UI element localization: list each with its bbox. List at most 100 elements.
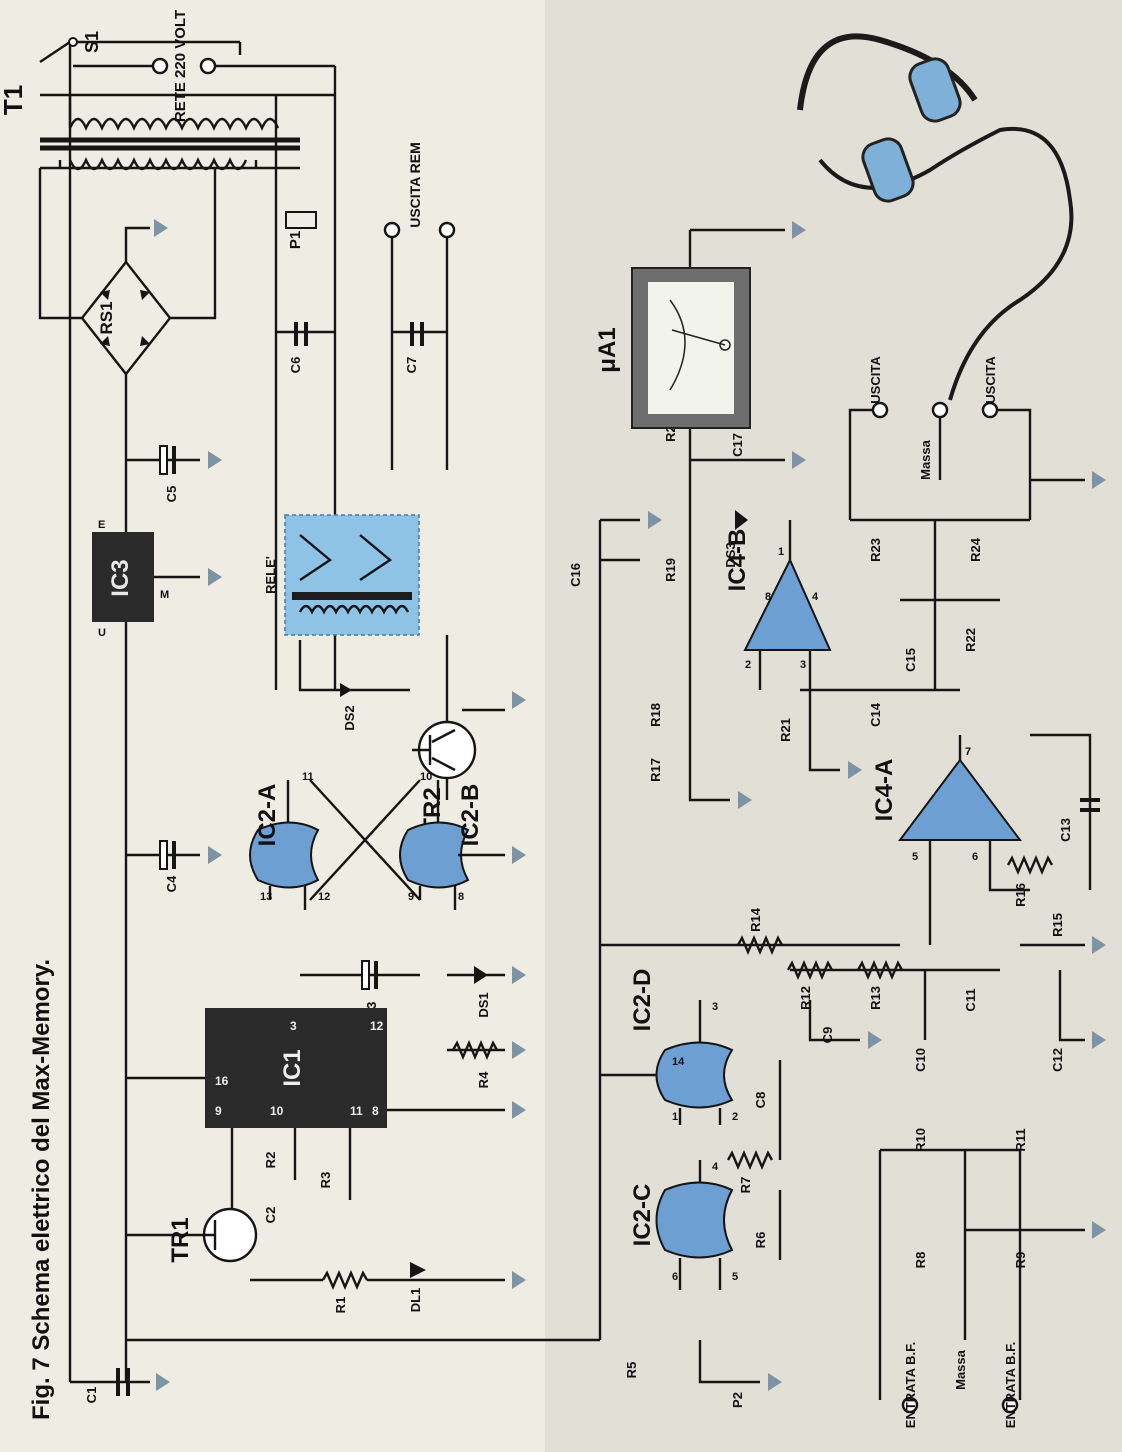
c1-label: C1 bbox=[84, 1387, 99, 1404]
resistor-r18: R18 bbox=[648, 690, 692, 750]
ic4a-pin7: 7 bbox=[965, 746, 971, 758]
r18-label: R18 bbox=[648, 703, 663, 727]
input-label-2: ENTRATA B.F. bbox=[1003, 1342, 1018, 1428]
c10-label: C10 bbox=[913, 1048, 928, 1072]
ic3-pin-e: E bbox=[98, 519, 105, 531]
ic3-label: IC3 bbox=[107, 559, 134, 596]
ic1-pin16: 16 bbox=[215, 1074, 229, 1088]
ic4a-label: IC4-A bbox=[871, 759, 898, 822]
capacitor-c2: C2 bbox=[263, 1207, 278, 1224]
capacitor-c4: C4 bbox=[126, 840, 222, 892]
diode-ds3: DS3 bbox=[723, 510, 748, 568]
ds3-label: DS3 bbox=[723, 542, 738, 567]
ic3-pin-m: M bbox=[160, 589, 169, 601]
ic2c-label: IC2-C bbox=[629, 1184, 656, 1247]
ic2b-pin8: 8 bbox=[458, 891, 464, 903]
resistor-r7: R7 bbox=[726, 1151, 774, 1193]
tr1-label: TR1 bbox=[167, 1217, 194, 1262]
r12-label: R12 bbox=[798, 986, 813, 1010]
counter-ic1: IC1 16 9 10 11 8 3 12 bbox=[126, 1008, 526, 1128]
c2-label: C2 bbox=[263, 1207, 278, 1224]
regulator-ic3: IC3 E M U bbox=[92, 519, 222, 639]
r5-label: R5 bbox=[624, 1362, 639, 1379]
resistor-r11: R11 bbox=[1013, 1128, 1028, 1151]
c17-label: C17 bbox=[730, 433, 745, 457]
c16-label: C16 bbox=[568, 563, 583, 587]
c12-label: C12 bbox=[1050, 1048, 1065, 1072]
r4-label: R4 bbox=[476, 1071, 491, 1088]
capacitor-c12: C12 bbox=[1050, 970, 1106, 1072]
resistor-r24: R24 bbox=[968, 537, 983, 562]
t1-label: T1 bbox=[0, 85, 28, 115]
headphones-icon bbox=[797, 33, 1074, 401]
dl1-label: DL1 bbox=[408, 1288, 423, 1313]
rem-output-label: USCITA REM bbox=[407, 142, 423, 228]
resistor-r8: R8 bbox=[913, 1252, 928, 1269]
c5-label: C5 bbox=[164, 486, 179, 503]
resistor-r12: R12 bbox=[786, 961, 834, 1010]
ic2a-pin13: 13 bbox=[260, 891, 272, 903]
led-dl1: DL1 bbox=[408, 1262, 426, 1312]
r3-label: R3 bbox=[318, 1172, 333, 1189]
wire bbox=[598, 518, 900, 1340]
ic2c-pin6: 6 bbox=[672, 1271, 678, 1283]
ic2a-label: IC2-A bbox=[254, 784, 281, 847]
r13-label: R13 bbox=[868, 986, 883, 1010]
ic1-pin11: 11 bbox=[350, 1104, 363, 1118]
resistor-r16: R16 bbox=[1006, 856, 1054, 907]
r23-label: R23 bbox=[868, 538, 883, 562]
capacitor-c16: C16 bbox=[568, 511, 662, 587]
c6-label: C6 bbox=[288, 357, 303, 374]
resistor-r4: R4 bbox=[451, 1041, 499, 1088]
ds2-label: DS2 bbox=[342, 705, 357, 730]
r9-label: R9 bbox=[1013, 1252, 1028, 1269]
rem-output-connector: USCITA REM bbox=[383, 142, 456, 470]
ic4b-label: IC4-B bbox=[724, 529, 751, 592]
resistor-r5: R5 bbox=[126, 1338, 639, 1379]
capacitor-c10: C10 bbox=[790, 968, 1000, 1072]
ic4b-pin4: 4 bbox=[812, 591, 819, 603]
relay-label: RELE' bbox=[263, 556, 278, 594]
r2-label: R2 bbox=[263, 1152, 278, 1169]
input-massa-label: Massa bbox=[953, 1349, 968, 1390]
output-label-1: USCITA bbox=[868, 356, 883, 404]
bridge-rs1: RS1 bbox=[38, 168, 217, 1382]
ic4a-pin5: 5 bbox=[912, 851, 918, 863]
mains-switch: S1 bbox=[39, 31, 102, 63]
r6-label: R6 bbox=[753, 1232, 768, 1249]
ic2b-pin9: 9 bbox=[408, 891, 414, 903]
diode-ds1: DS1 bbox=[447, 966, 526, 1018]
mains-connector: RETE 220 VOLT bbox=[73, 10, 335, 122]
ic1-pin3: 3 bbox=[290, 1019, 297, 1033]
r19-label: R19 bbox=[663, 558, 678, 582]
ic2d-pin1: 1 bbox=[672, 1111, 678, 1123]
ic2b-label: IC2-B bbox=[457, 784, 484, 847]
ic1-pin8: 8 bbox=[372, 1104, 379, 1118]
capacitor-c9: C9 bbox=[808, 1000, 882, 1049]
c9-label: C9 bbox=[820, 1027, 835, 1044]
resistor-r2: R2 bbox=[263, 1128, 297, 1180]
ic4b-pin1: 1 bbox=[778, 546, 784, 558]
r11-label: R11 bbox=[1013, 1128, 1028, 1151]
resistor-r23: R23 bbox=[868, 538, 883, 562]
capacitor-c5: C5 bbox=[126, 445, 222, 503]
transistor-tr1: TR1 bbox=[126, 1128, 258, 1263]
ic4b-pin3: 3 bbox=[800, 659, 806, 671]
ic2d-pin14: 14 bbox=[672, 1056, 685, 1068]
c11-label: C11 bbox=[963, 988, 978, 1011]
r22-label: R22 bbox=[963, 628, 978, 652]
output-section: USCITA USCITA Massa bbox=[848, 356, 1106, 522]
resistor-r9: R9 bbox=[1013, 1252, 1028, 1269]
potentiometer-p2: P2 bbox=[698, 1340, 782, 1408]
capacitor-c11: C11 bbox=[963, 988, 978, 1011]
gate-ic2-b: IC2-B 9 8 10 bbox=[399, 771, 526, 910]
ic2d-pin3: 3 bbox=[712, 1001, 718, 1013]
ua1-label: μA1 bbox=[594, 327, 621, 372]
r15-label: R15 bbox=[1050, 913, 1065, 937]
capacitor-c14: C14 bbox=[800, 688, 960, 727]
r1-label: R1 bbox=[333, 1297, 348, 1314]
r8-label: R8 bbox=[913, 1252, 928, 1269]
resistor-r13: R13 bbox=[856, 961, 904, 1010]
s1-label: S1 bbox=[82, 31, 102, 53]
ic4b-pin2: 2 bbox=[745, 659, 751, 671]
